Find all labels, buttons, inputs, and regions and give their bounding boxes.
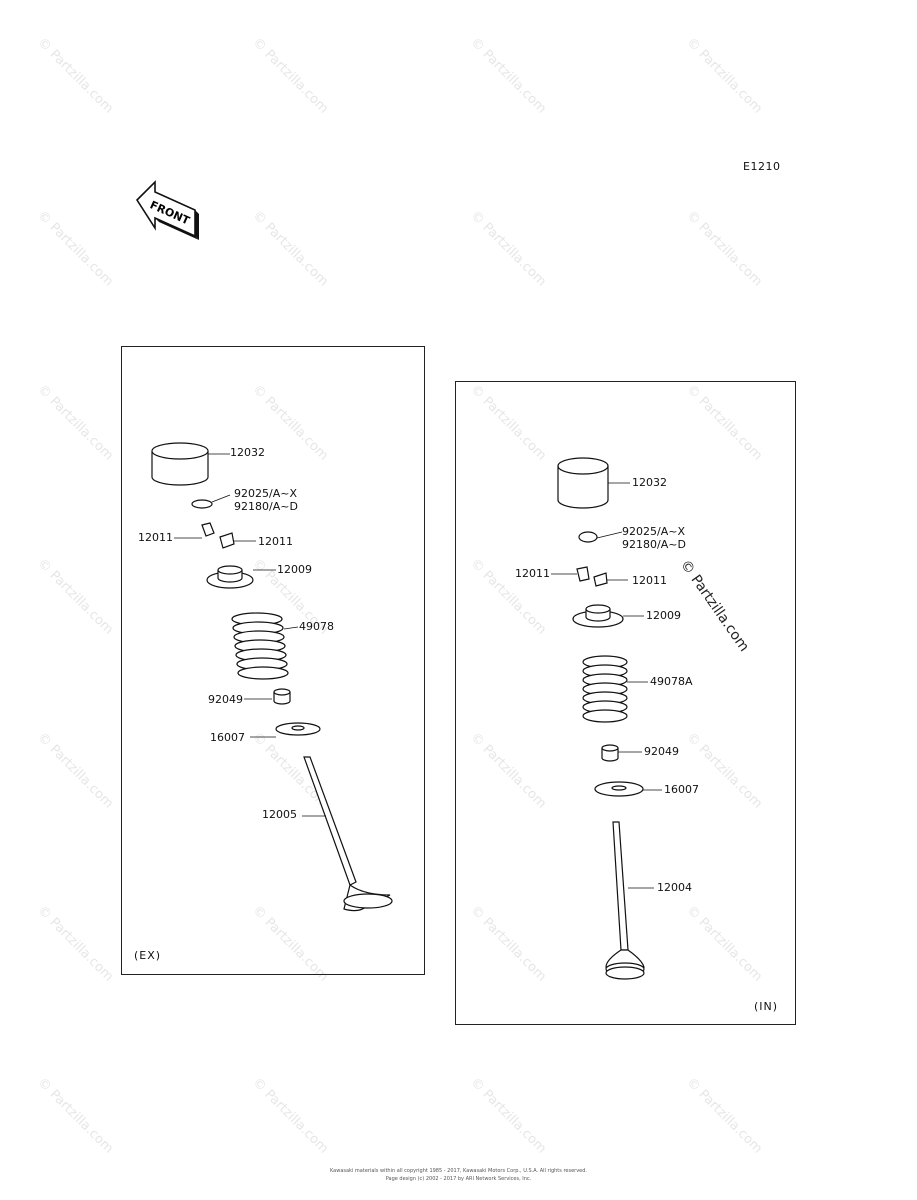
spring-drawing (231, 612, 289, 680)
tappet-drawing (557, 457, 609, 509)
watermark: © Partzilla.com (467, 208, 549, 290)
part-label-92049[interactable]: 92049 (644, 745, 679, 758)
watermark: © Partzilla.com (249, 1075, 331, 1157)
part-label-12011-right[interactable]: 12011 (632, 574, 667, 587)
part-label-16007[interactable]: 16007 (210, 731, 245, 744)
footer-copyright: Kawasaki materials within all copyright … (329, 1168, 588, 1174)
watermark: © Partzilla.com (34, 1075, 116, 1157)
watermark: © Partzilla.com (34, 35, 116, 117)
part-label-12011-left[interactable]: 12011 (515, 567, 550, 580)
part-label-12032[interactable]: 12032 (230, 446, 265, 459)
footer-design: Page design (c) 2002 - 2017 by ARI Netwo… (385, 1176, 532, 1182)
cotter-drawing (201, 522, 235, 549)
watermark: © Partzilla.com (467, 1075, 549, 1157)
front-arrow-icon: FRONT (135, 180, 199, 240)
part-label-92180[interactable]: 92180/A~D (234, 500, 298, 513)
seat-drawing (594, 781, 644, 797)
part-label-12009[interactable]: 12009 (646, 609, 681, 622)
exhaust-panel: 12032 92025/A~X 92180/A~D 12011 12011 12… (121, 346, 425, 975)
shim-drawing (191, 499, 213, 509)
watermark: © Partzilla.com (249, 35, 331, 117)
watermark: © Partzilla.com (34, 382, 116, 464)
intake-panel: 12032 92025/A~X 92180/A~D 12011 12011 12… (455, 381, 796, 1025)
tappet-drawing (151, 442, 209, 486)
intake-parts-drawing (551, 457, 662, 980)
seal-drawing (273, 688, 291, 705)
watermark: © Partzilla.com (249, 208, 331, 290)
retainer-drawing (206, 565, 254, 589)
exhaust-parts-drawing (151, 442, 393, 912)
panel-tag-in: (IN) (754, 1000, 779, 1013)
cotter-drawing (576, 566, 608, 587)
part-label-12009[interactable]: 12009 (277, 563, 312, 576)
watermark: © Partzilla.com (34, 903, 116, 985)
seat-drawing (275, 722, 321, 736)
spring-drawing (582, 655, 628, 723)
seal-drawing (601, 744, 619, 762)
watermark: © Partzilla.com (34, 730, 116, 812)
watermark: © Partzilla.com (683, 35, 765, 117)
watermark: © Partzilla.com (683, 208, 765, 290)
part-label-12004[interactable]: 12004 (657, 881, 692, 894)
panel-tag-ex: (EX) (134, 949, 162, 962)
part-label-12005[interactable]: 12005 (262, 808, 297, 821)
watermark: © Partzilla.com (467, 35, 549, 117)
part-label-92025[interactable]: 92025/A~X (234, 487, 297, 500)
part-label-49078[interactable]: 49078 (299, 620, 334, 633)
part-label-92025[interactable]: 92025/A~X (622, 525, 685, 538)
part-label-12011-left[interactable]: 12011 (138, 531, 173, 544)
watermark: © Partzilla.com (34, 208, 116, 290)
part-label-12011-right[interactable]: 12011 (258, 535, 293, 548)
part-label-92049[interactable]: 92049 (208, 693, 243, 706)
valve-drawing (303, 756, 393, 912)
part-label-92180[interactable]: 92180/A~D (622, 538, 686, 551)
watermark: © Partzilla.com (683, 1075, 765, 1157)
part-label-12032[interactable]: 12032 (632, 476, 667, 489)
shim-drawing (578, 531, 598, 543)
part-label-16007[interactable]: 16007 (664, 783, 699, 796)
diagram-code: E1210 (743, 160, 781, 173)
watermark: © Partzilla.com (34, 556, 116, 638)
part-label-49078A[interactable]: 49078A (650, 675, 693, 688)
valve-drawing (605, 821, 645, 980)
retainer-drawing (572, 604, 624, 628)
